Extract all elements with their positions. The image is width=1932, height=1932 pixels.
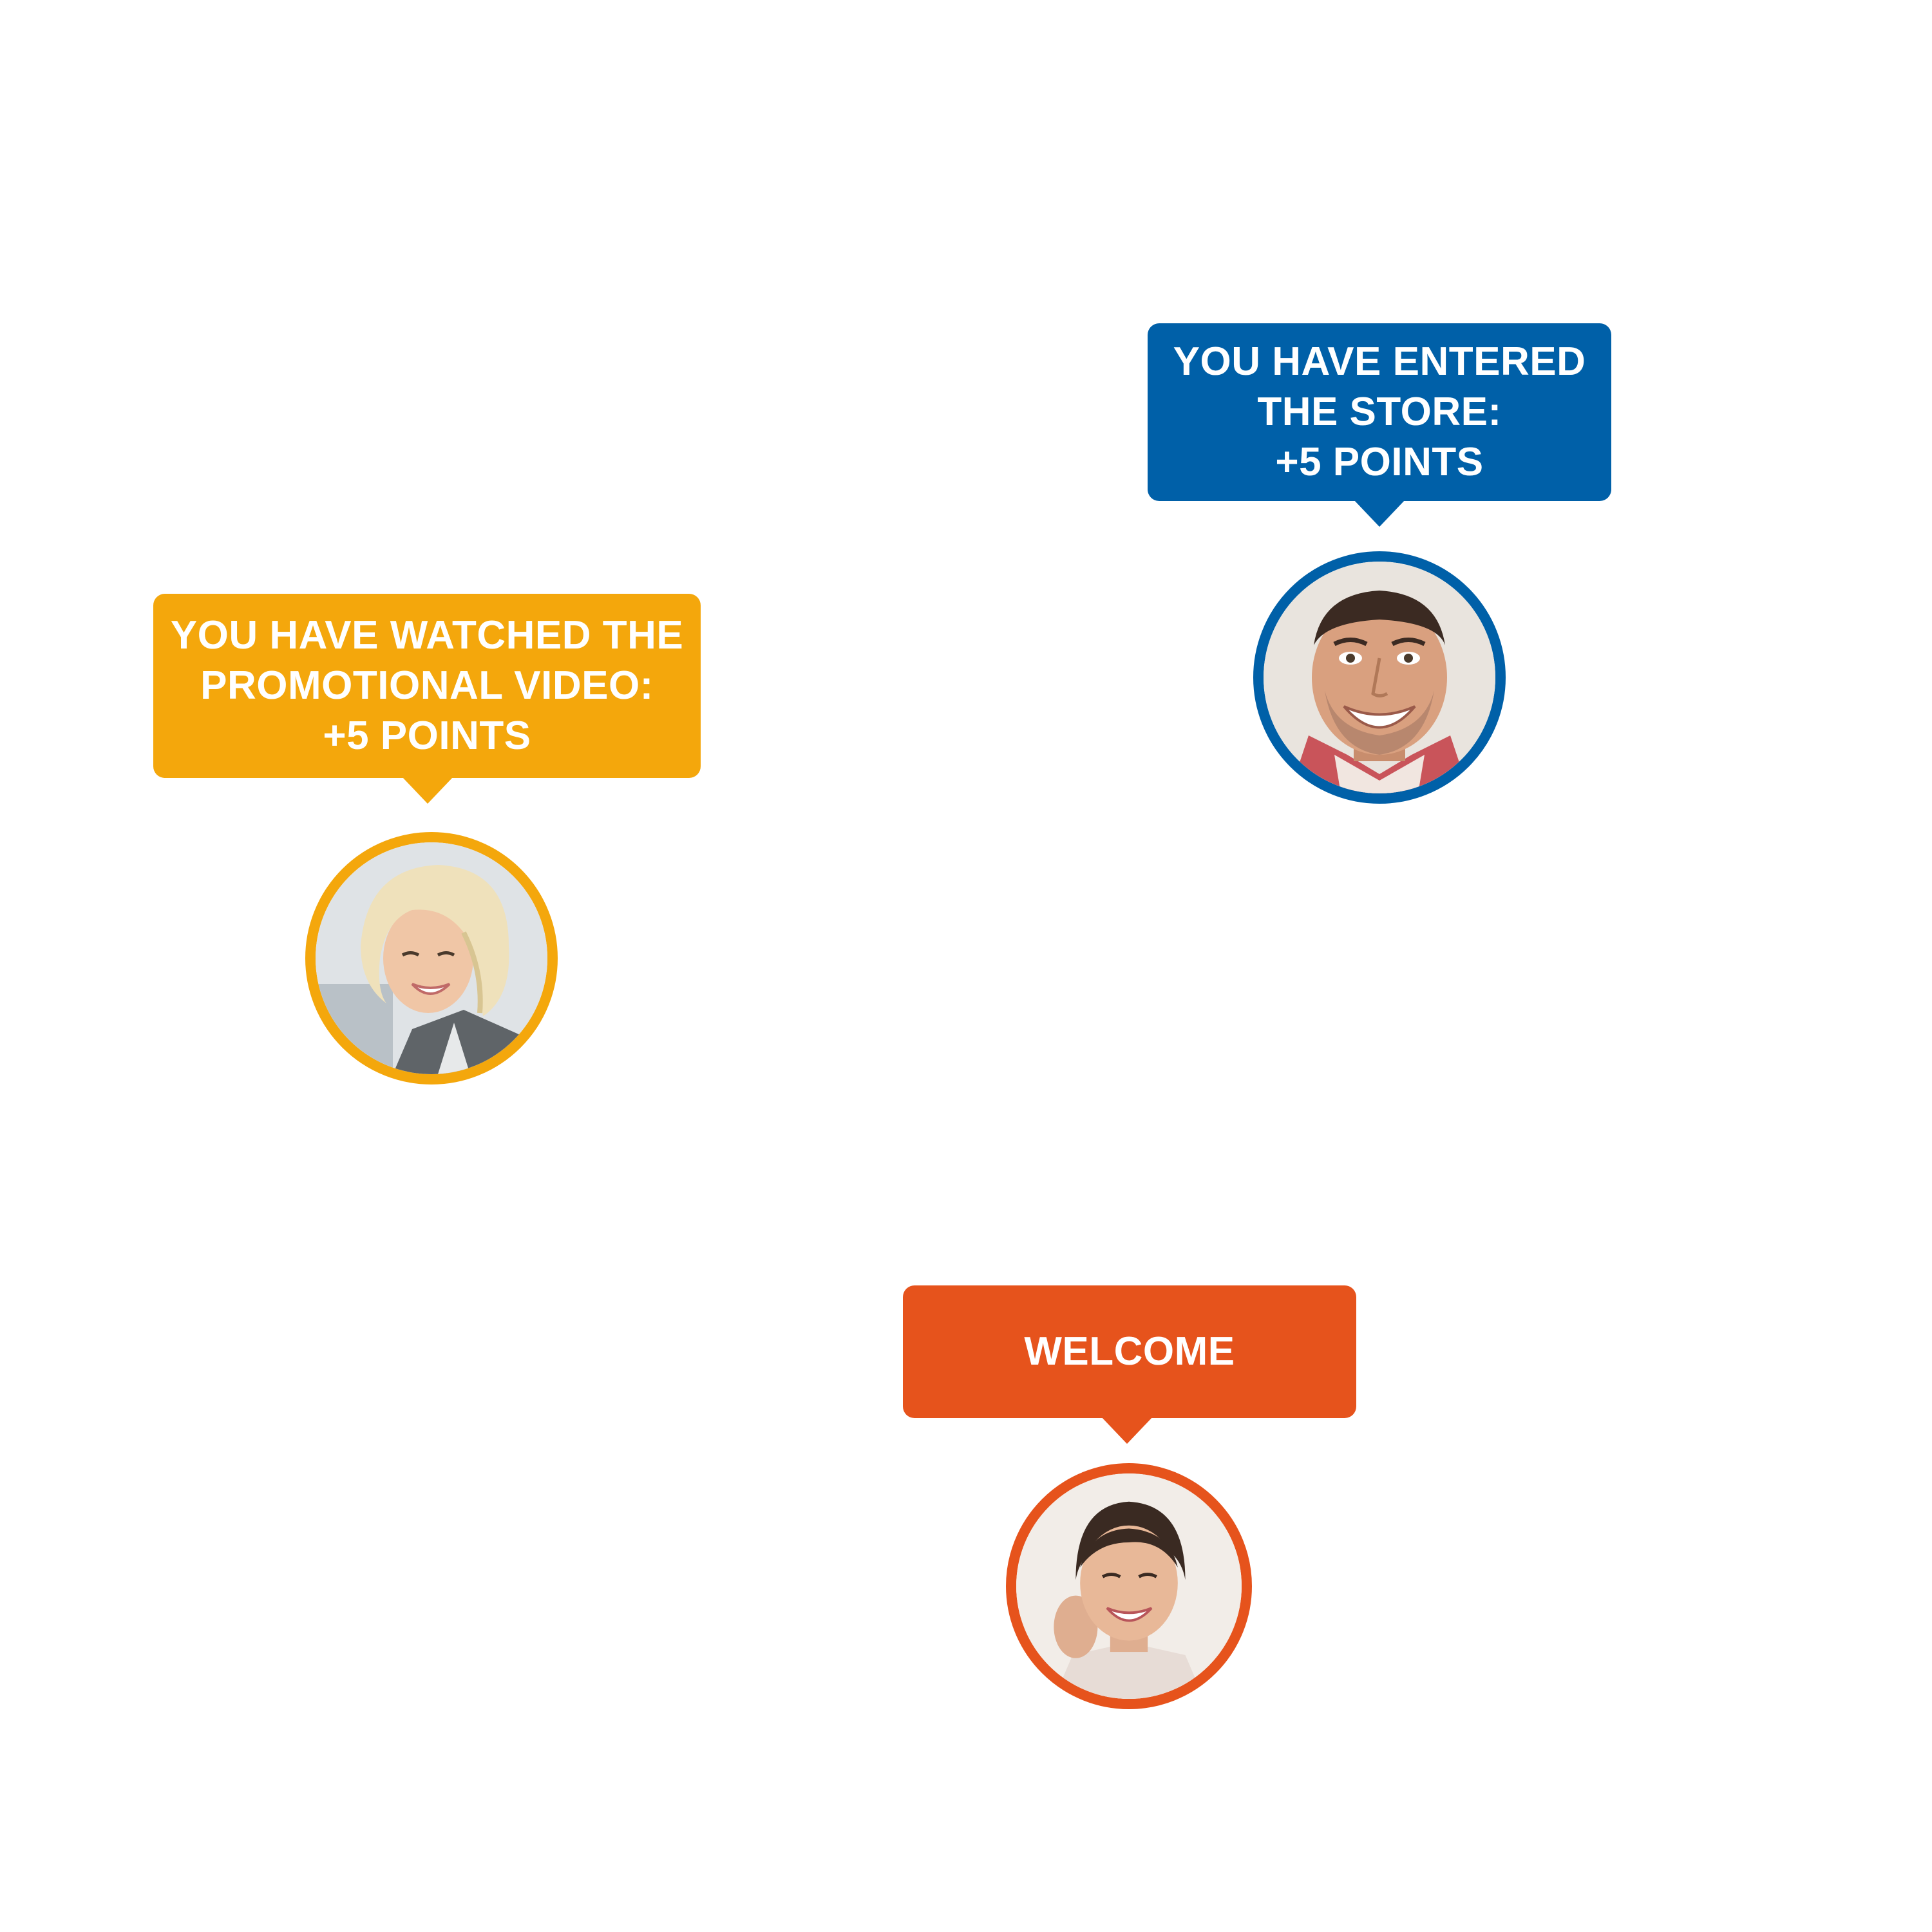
woman-portrait-image bbox=[1016, 1473, 1242, 1699]
video-watched-speech-bubble: YOU HAVE WATCHED THE PROMOTIONAL VIDEO: … bbox=[153, 594, 701, 778]
speech-bubble-tail bbox=[402, 777, 453, 804]
bubble-text-line: PROMOTIONAL VIDEO: bbox=[200, 663, 654, 708]
bubble-text-line: +5 POINTS bbox=[323, 714, 531, 758]
bubble-text-line: WELCOME bbox=[1024, 1329, 1235, 1374]
bubble-text-line: YOU HAVE ENTERED bbox=[1173, 339, 1586, 384]
speech-bubble-tail bbox=[1354, 500, 1405, 527]
store-entry-speech-bubble: YOU HAVE ENTERED THE STORE: +5 POINTS bbox=[1148, 323, 1611, 501]
man-portrait-image bbox=[1264, 562, 1495, 793]
brunette-woman-avatar bbox=[1006, 1463, 1252, 1709]
bubble-text-line: YOU HAVE WATCHED THE bbox=[170, 613, 684, 658]
bubble-text-line: THE STORE: bbox=[1257, 390, 1502, 434]
bubble-text-line: +5 POINTS bbox=[1275, 440, 1484, 484]
blonde-woman-avatar bbox=[305, 832, 558, 1084]
woman-portrait-image bbox=[316, 842, 547, 1074]
welcome-speech-bubble: WELCOME bbox=[903, 1285, 1356, 1418]
smiling-man-avatar bbox=[1253, 551, 1506, 804]
speech-bubble-tail bbox=[1101, 1417, 1153, 1444]
